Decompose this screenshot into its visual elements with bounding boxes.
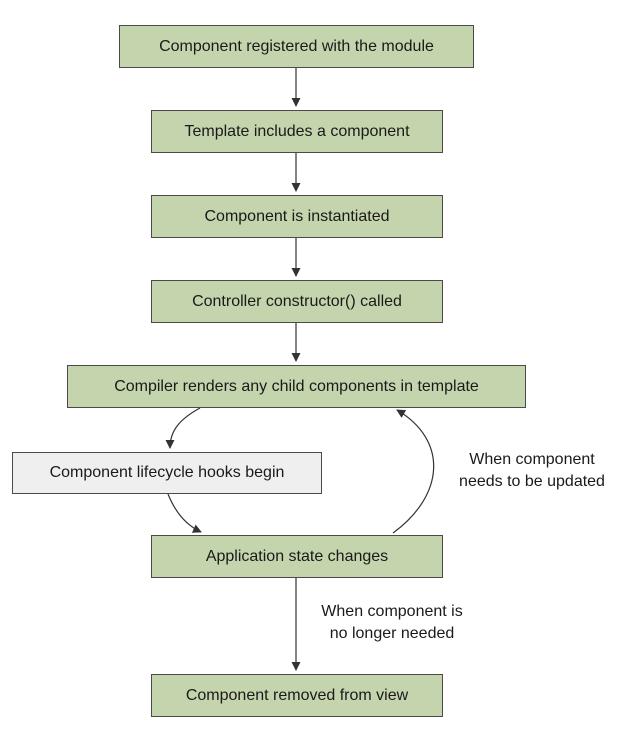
- edge-label-no-longer-needed-line-2: no longer needed: [329, 625, 455, 642]
- node-component-removed-label: Component removed from view: [185, 686, 409, 704]
- edge-label-no-longer-needed-line-1: When component is: [321, 603, 463, 620]
- node-template-includes-label: Template includes a component: [184, 122, 410, 140]
- node-component-removed: Component removed from view: [151, 674, 443, 717]
- arrow-state-to-compiler-loop: [392, 409, 435, 534]
- node-controller-constructor: Controller constructor() called: [151, 280, 443, 323]
- edge-label-needs-update-line-1: When component: [469, 451, 595, 468]
- node-lifecycle-hooks: Component lifecycle hooks begin: [12, 452, 322, 494]
- edge-label-no-longer-needed: When component is no longer needed: [302, 601, 482, 645]
- edge-label-needs-update: When component needs to be updated: [442, 449, 622, 493]
- node-lifecycle-hooks-label: Component lifecycle hooks begin: [49, 464, 285, 481]
- edge-label-needs-update-line-2: needs to be updated: [459, 473, 605, 490]
- node-application-state-label: Application state changes: [205, 547, 389, 565]
- node-compiler-renders-label: Compiler renders any child components in…: [114, 377, 479, 395]
- node-component-registered-label: Component registered with the module: [159, 37, 434, 55]
- node-component-instantiated: Component is instantiated: [151, 195, 443, 238]
- node-component-instantiated-label: Component is instantiated: [204, 207, 390, 225]
- node-controller-constructor-label: Controller constructor() called: [192, 292, 402, 310]
- arrow-compiler-to-hooks: [165, 407, 201, 449]
- arrow-hooks-to-state: [167, 493, 202, 533]
- node-template-includes: Template includes a component: [151, 110, 443, 153]
- node-compiler-renders: Compiler renders any child components in…: [67, 365, 526, 408]
- node-component-registered: Component registered with the module: [119, 25, 474, 68]
- node-application-state: Application state changes: [151, 535, 443, 578]
